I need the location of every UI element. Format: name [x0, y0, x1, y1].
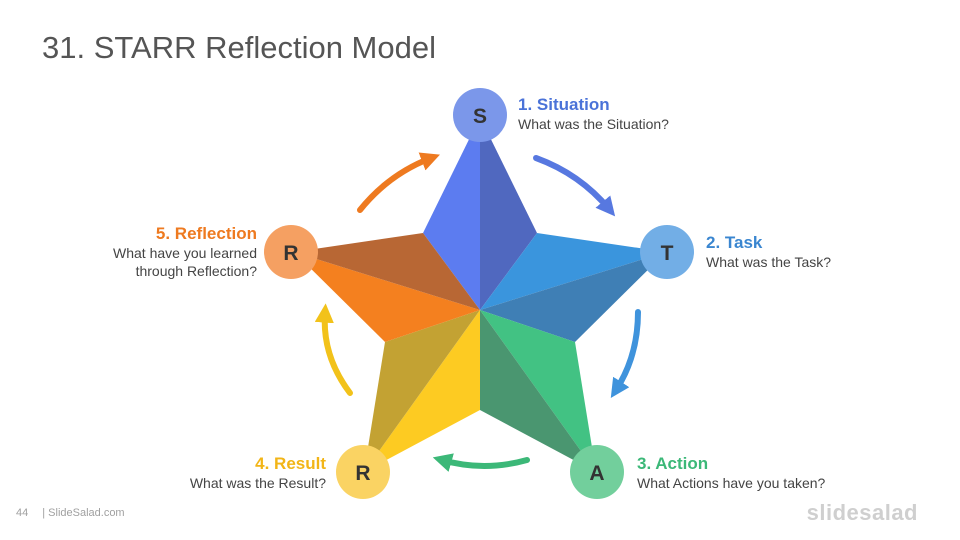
step-action: 3. Action What Actions have you taken?	[637, 454, 825, 492]
star-arm-action-dark	[480, 310, 596, 472]
step-action-heading: 3. Action	[637, 454, 709, 473]
step-situation-heading: 1. Situation	[518, 95, 610, 114]
star-arm-reflection-light	[294, 252, 480, 342]
node-circle-action	[570, 445, 624, 499]
star-arm-task-dark	[480, 252, 666, 342]
step-task-heading: 2. Task	[706, 233, 763, 252]
step-reflection: 5. Reflection What have you learned thro…	[113, 224, 257, 280]
node-letter-reflection: R	[283, 242, 298, 265]
star-arm-situation-light	[423, 117, 480, 310]
arrow-situation-to-task	[533, 155, 616, 217]
star-arm-situation-dark	[480, 117, 537, 310]
star-arm-result-dark	[364, 310, 480, 472]
step-result: 4. Result What was the Result?	[190, 454, 326, 492]
arrow-task-to-action	[610, 309, 641, 399]
step-reflection-heading: 5. Reflection	[155, 224, 257, 243]
arrow-reflection-to-situation	[357, 152, 440, 213]
step-result-heading: 4. Result	[255, 454, 326, 473]
footer-source: | SlideSalad.com	[42, 507, 125, 519]
node-letter-situation: S	[473, 105, 487, 128]
arrow-action-to-result	[432, 453, 530, 472]
step-situation: 1. Situation What was the Situation?	[518, 95, 669, 133]
star-arm-reflection-dark	[294, 233, 480, 310]
step-task-desc: What was the Task?	[706, 254, 832, 270]
node-circle-task	[640, 225, 694, 279]
node-letter-action: A	[589, 462, 604, 485]
arrow-result-to-reflection	[314, 303, 353, 396]
node-letter-result: R	[355, 462, 370, 485]
node-circle-reflection	[264, 225, 318, 279]
step-task: 2. Task What was the Task?	[706, 233, 831, 271]
step-reflection-desc-line-1: What have you learned	[113, 245, 257, 261]
node-circle-situation	[453, 88, 507, 142]
step-situation-desc: What was the Situation?	[518, 116, 669, 132]
step-action-desc: What Actions have you taken?	[637, 475, 826, 491]
step-reflection-desc-line-2: through Reflection?	[135, 263, 257, 279]
slide-title: 31. STARR Reflection Model	[42, 30, 436, 65]
page-number: 44	[16, 507, 29, 519]
brand-logo-text: slidesalad	[806, 500, 918, 525]
star-arm-task-light	[480, 233, 666, 310]
step-result-desc: What was the Result?	[189, 475, 326, 491]
slide-footer: 44 | SlideSalad.com	[16, 507, 125, 519]
node-circle-result	[336, 445, 390, 499]
node-letter-task: T	[661, 242, 674, 265]
